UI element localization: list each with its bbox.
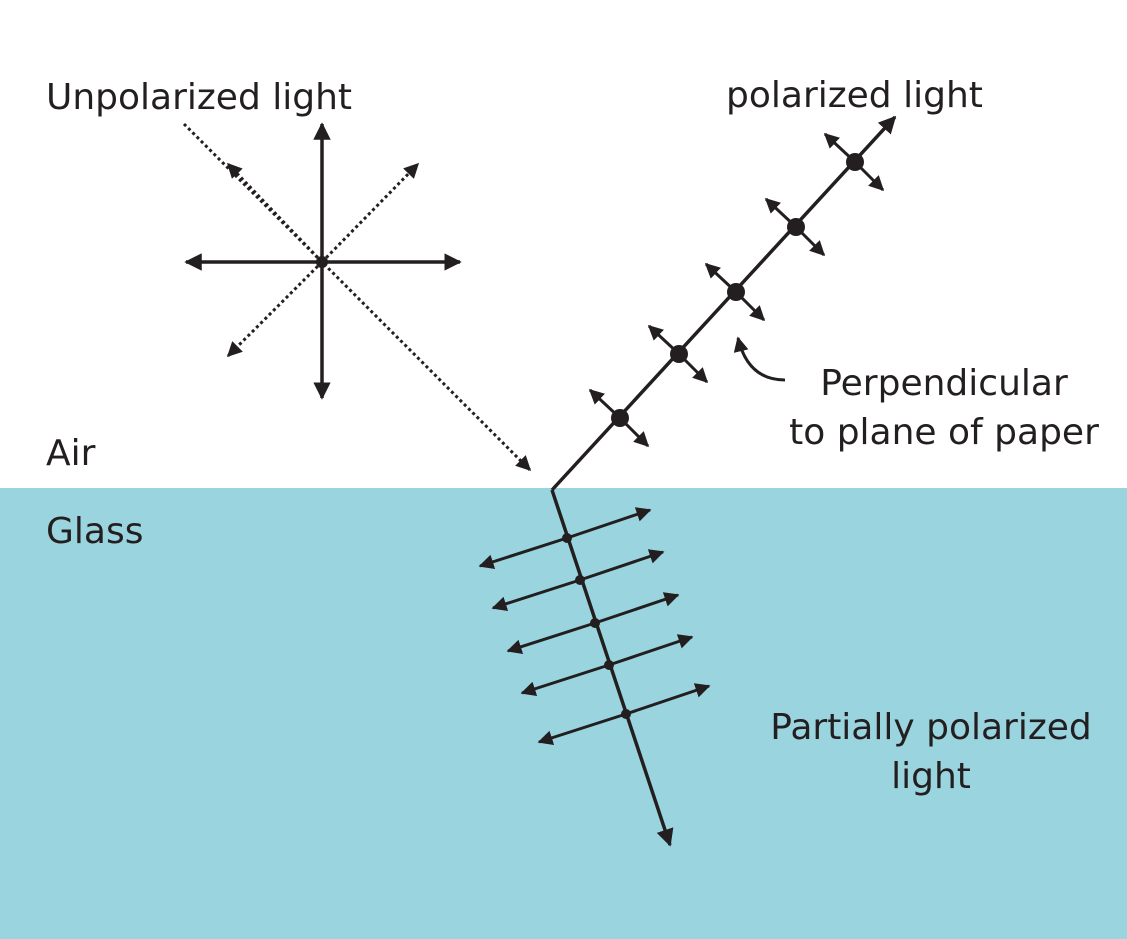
reflected-mark [823,132,885,192]
reflected-mark [704,262,766,322]
unpolarized-light-label: Unpolarized light [46,77,353,118]
polarized-light-label: polarized light [726,75,983,116]
reflected-mark [588,388,650,448]
partially-polarized-line1: Partially polarized [770,707,1092,748]
refracted-mark [506,592,680,655]
perpendicular-label-line1: Perpendicular [820,363,1068,404]
perpendicular-pointer [733,336,786,382]
reflected-polarization-marks [588,132,885,448]
perpendicular-label-line2: to plane of paper [789,411,1099,453]
refracted-mark [520,634,694,697]
reflected-ray [550,115,897,492]
reflected-mark [647,324,709,384]
partially-polarized-label: Partially polarized light [762,704,1100,801]
refracted-mark [491,549,665,612]
refracted-mark [478,507,652,570]
air-region [0,0,1127,488]
perpendicular-label: Perpendicular to plane of paper [786,360,1102,457]
air-label: Air [46,433,96,474]
glass-label: Glass [46,511,144,552]
partially-polarized-line2: light [891,755,971,797]
glass-region [0,488,1127,939]
refracted-polarization-marks [478,507,711,746]
reflected-mark [764,197,826,257]
refracted-mark [537,683,711,746]
